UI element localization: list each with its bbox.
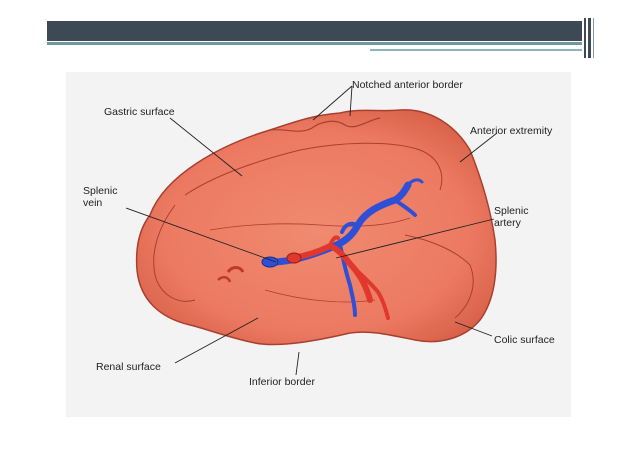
label-splenic-artery-line1: Splenic [494, 205, 529, 217]
hilum-line [209, 217, 411, 231]
label-splenic-artery: Splenic artery [494, 205, 528, 229]
label-splenic-vein-line1: Splenic [83, 185, 118, 197]
label-splenic-vein-line2: vein [83, 197, 103, 209]
hilar-vessel-small [226, 266, 245, 273]
splenic-vein-branch [393, 198, 417, 217]
leader-lines [125, 85, 498, 376]
splenic-vein-branch [406, 178, 424, 187]
hilar-vessel-small [217, 276, 232, 283]
spleen-organ [135, 109, 497, 346]
splenic-artery-branch [328, 235, 340, 248]
splenic-artery-branch [350, 264, 390, 320]
slide-header-underline [370, 49, 582, 51]
splenic-vein-branch [340, 221, 360, 234]
label-gastric-surface: Gastric surface [104, 106, 175, 118]
label-renal-surface: Renal surface [96, 361, 161, 373]
label-colic-surface: Colic surface [494, 334, 555, 346]
inferior-contour-line [264, 289, 376, 303]
label-splenic-vein: Splenic vein [83, 185, 117, 209]
slide-corner-bar [584, 18, 586, 58]
anterior-border-notches [269, 117, 381, 132]
splenic-artery [289, 242, 373, 303]
slide-corner-bar [588, 18, 591, 58]
splenic-artery-stump [286, 252, 302, 264]
slide-header-accent-line [47, 42, 582, 45]
label-anterior-extremity: Anterior extremity [470, 125, 553, 137]
label-inferior-border: Inferior border [249, 376, 315, 388]
slide-corner-bar [593, 18, 594, 58]
label-notched-anterior-border: Notched anterior border [352, 79, 463, 91]
label-splenic-artery-line2: artery [494, 217, 521, 229]
renal-impression-line [153, 204, 196, 302]
gastric-impression-line [184, 142, 443, 196]
splenic-vein-stump [261, 256, 279, 268]
slide-header-bar [47, 21, 582, 41]
colic-impression-line [404, 234, 474, 319]
